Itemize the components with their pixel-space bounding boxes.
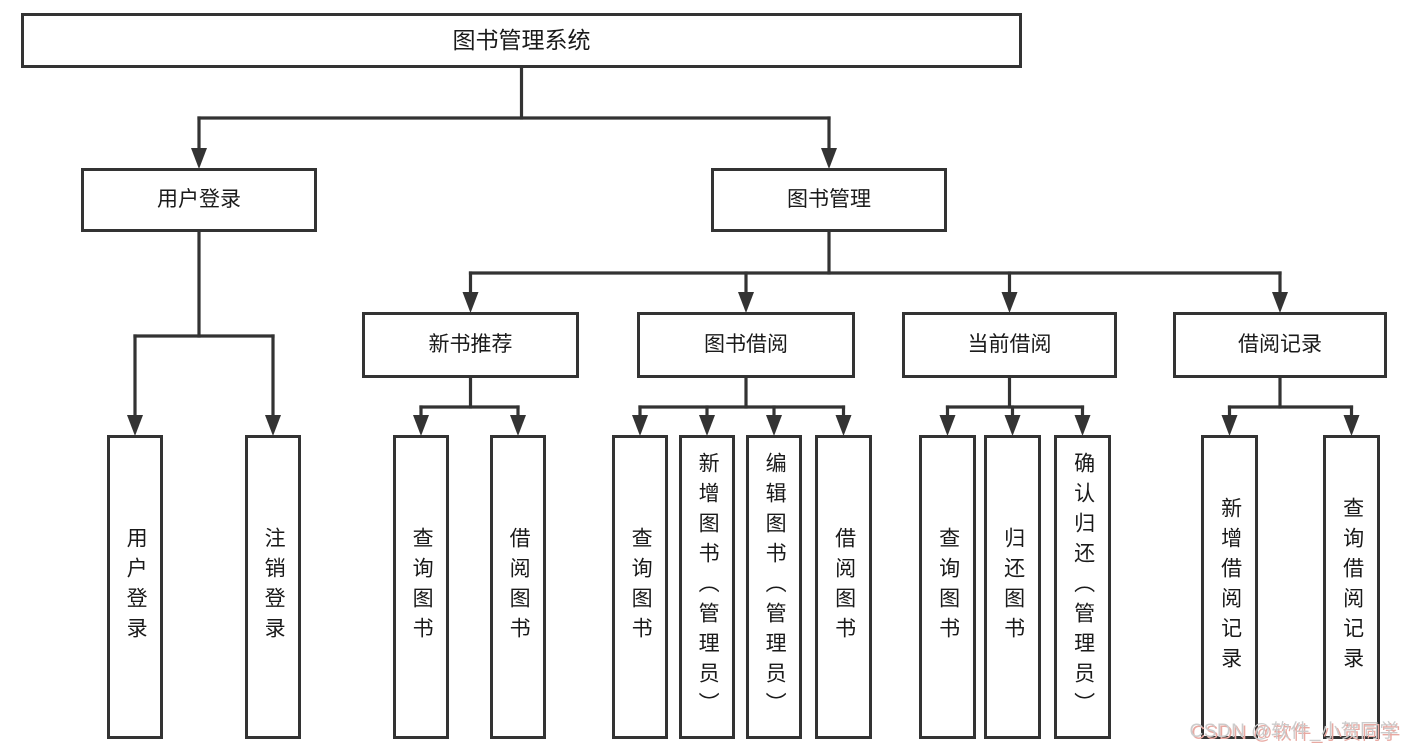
node-e2: 查询借阅记录	[1323, 435, 1380, 739]
node-label: 查询图书	[629, 527, 653, 647]
node-label: 图书借阅	[704, 332, 788, 356]
node-label: 确认归还（管理员）	[1071, 452, 1095, 722]
node-e1: 新增借阅记录	[1201, 435, 1258, 739]
node-a1: 用户登录	[107, 435, 163, 739]
node-a2: 注销登录	[245, 435, 301, 739]
node-label: 借阅图书	[832, 527, 856, 647]
node-label: 查询借阅记录	[1340, 497, 1364, 677]
node-bor: 图书借阅	[637, 312, 855, 378]
node-c1: 查询图书	[612, 435, 668, 739]
node-label: 图书管理	[787, 187, 871, 211]
node-label: 当前借阅	[967, 332, 1052, 356]
node-d2: 归还图书	[984, 435, 1041, 739]
node-c4: 借阅图书	[815, 435, 872, 739]
node-label: 新增借阅记录	[1218, 497, 1242, 677]
node-label: 查询图书	[936, 527, 960, 647]
node-label: 新书推荐	[428, 332, 513, 356]
node-cur: 当前借阅	[902, 312, 1117, 378]
node-label: 注销登录	[262, 527, 286, 647]
node-label: 归还图书	[1001, 527, 1025, 647]
node-d3: 确认归还（管理员）	[1054, 435, 1111, 739]
node-mgmt: 图书管理	[711, 168, 947, 232]
node-login: 用户登录	[81, 168, 317, 232]
node-recd: 借阅记录	[1173, 312, 1387, 378]
node-label: 编辑图书（管理员）	[763, 452, 787, 722]
node-c2: 新增图书（管理员）	[679, 435, 735, 739]
node-d1: 查询图书	[919, 435, 976, 739]
csdn-watermark: CSDN @软件_小贺同学	[1189, 721, 1399, 742]
node-b2: 借阅图书	[490, 435, 546, 739]
node-label: 图书管理系统	[452, 27, 591, 54]
node-c3: 编辑图书（管理员）	[746, 435, 802, 739]
node-label: 用户登录	[124, 527, 148, 647]
node-label: 查询图书	[410, 527, 434, 647]
node-root: 图书管理系统	[21, 13, 1022, 68]
node-label: 新增图书（管理员）	[696, 452, 720, 722]
node-rec: 新书推荐	[362, 312, 579, 378]
node-label: 借阅记录	[1238, 332, 1322, 356]
node-label: 借阅图书	[507, 527, 531, 647]
node-label: 用户登录	[157, 187, 241, 211]
node-b1: 查询图书	[393, 435, 449, 739]
